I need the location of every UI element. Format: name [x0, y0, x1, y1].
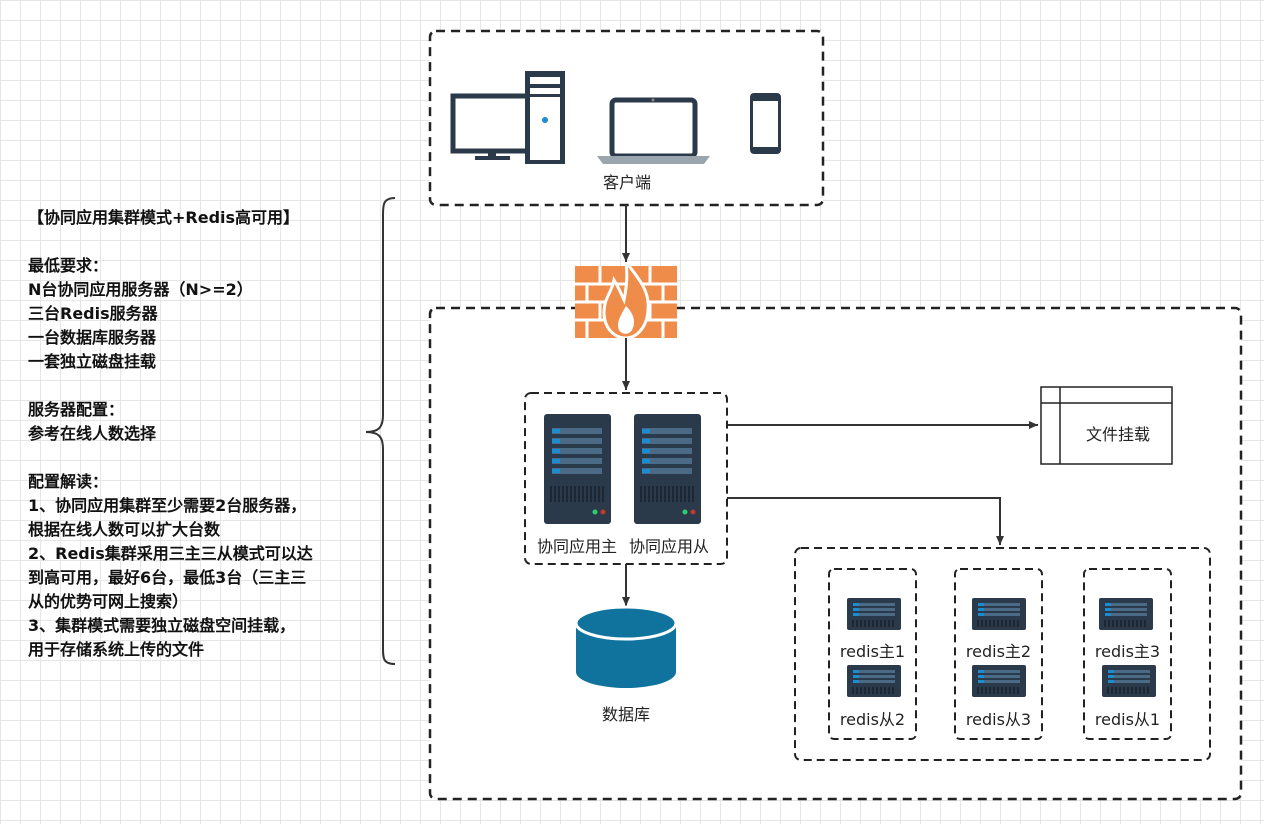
redis-master-2-label: redis主2	[965, 642, 1032, 661]
firewall-icon	[575, 256, 677, 340]
redis-slave-3-label: redis从3	[965, 710, 1032, 729]
server-rack-icon	[634, 414, 701, 524]
explain-3: 2、Redis集群采用三主三从模式可以达	[28, 544, 313, 563]
client-label: 客户端	[602, 173, 651, 192]
arrow-app-to-redis	[727, 497, 1004, 545]
explain-7: 用于存储系统上传的文件	[28, 640, 205, 659]
explain-2: 根据在线人数可以扩大台数	[28, 520, 221, 539]
redis-slave-2-label: redis从2	[839, 710, 906, 729]
explain-4: 到高可用，最好6台，最低3台（三主三	[28, 568, 307, 587]
explain-1: 1、协同应用集群至少需要2台服务器，	[28, 496, 307, 515]
config-1: 参考在线人数选择	[28, 424, 157, 443]
database-cylinder-icon	[574, 605, 678, 688]
config-title: 服务器配置：	[28, 400, 125, 419]
min-req-3: 一台数据库服务器	[28, 328, 157, 347]
redis-master-3-label: redis主3	[1094, 642, 1161, 661]
laptop-icon	[597, 97, 710, 164]
redis-server-icon	[1102, 665, 1156, 697]
redis-server-icon	[972, 598, 1026, 630]
database-label: 数据库	[601, 705, 650, 724]
explain-6: 3、集群模式需要独立磁盘空间挂载，	[28, 616, 296, 635]
app-master-label: 协同应用主	[536, 537, 617, 556]
redis-server-icon	[847, 598, 901, 630]
redis-server-icon	[972, 665, 1026, 697]
server-rack-icon	[544, 414, 611, 524]
min-req-2: 三台Redis服务器	[28, 304, 158, 323]
redis-master-1-label: redis主1	[839, 642, 906, 661]
connector-arrows	[622, 205, 1038, 606]
smartphone-icon	[750, 93, 781, 154]
note-title: 【协同应用集群模式+Redis高可用】	[28, 208, 300, 227]
desktop-pc-icon	[450, 71, 565, 164]
note-brace	[365, 197, 396, 665]
explain-title: 配置解读：	[28, 472, 109, 491]
min-req-1: N台协同应用服务器（N>=2）	[28, 280, 253, 299]
min-req-4: 一套独立磁盘挂载	[28, 352, 157, 371]
file-mount-label: 文件挂载	[1085, 425, 1150, 444]
redis-slave-1-label: redis从1	[1094, 710, 1161, 729]
app-slave-label: 协同应用从	[628, 537, 709, 556]
file-storage-icon	[1040, 386, 1173, 465]
explain-5: 从的优势可网上搜索）	[28, 592, 189, 611]
min-req-title: 最低要求：	[28, 256, 109, 275]
requirements-note: 【协同应用集群模式+Redis高可用】 最低要求： N台协同应用服务器（N>=2…	[28, 206, 373, 662]
redis-server-icon	[1099, 598, 1153, 630]
redis-server-icon	[847, 665, 901, 697]
